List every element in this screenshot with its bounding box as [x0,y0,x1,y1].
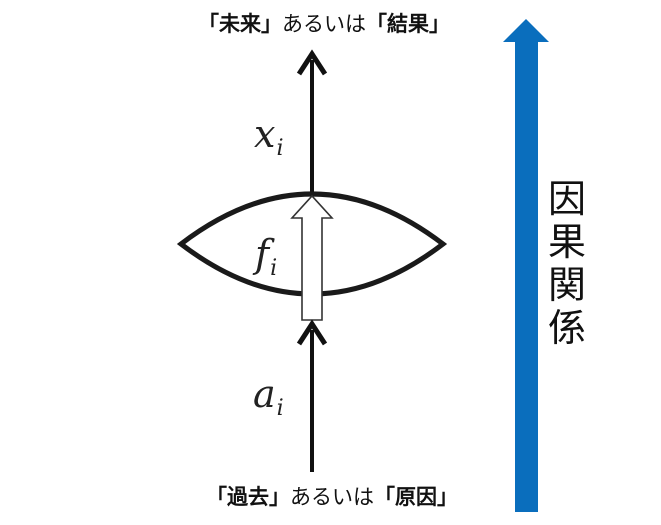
connector-text: あるいは [282,12,366,36]
input-variable-a-i: ai [253,372,284,421]
causality-arrow-icon [503,19,549,512]
hollow-function-arrow-icon [290,194,334,321]
causality-char: 因 [547,177,586,221]
input-arrow-icon [296,319,328,472]
result-term: 結果 [387,12,429,36]
close-bracket: 」 [437,485,458,509]
close-bracket: 」 [269,485,290,509]
causality-char: 関 [547,263,586,307]
past-term: 過去 [227,485,269,509]
function-variable-f-i: fi [255,232,277,281]
var-base: f [255,232,270,276]
open-bracket: 「 [366,12,387,36]
output-arrow-icon [296,49,328,196]
causality-char: 果 [547,220,586,264]
causality-char: 係 [547,306,586,350]
connector-text: あるいは [290,485,374,509]
open-bracket: 「 [374,485,395,509]
causality-label: 因 果 関 係 [545,178,589,350]
output-variable-x-i: xi [254,112,283,161]
open-bracket: 「 [206,485,227,509]
var-subscript: i [276,396,284,421]
past-or-cause-label: 「過去」あるいは「原因」 [206,481,458,511]
open-bracket: 「 [198,12,219,36]
close-bracket: 」 [261,12,282,36]
var-subscript: i [270,256,278,281]
cause-term: 原因 [395,485,437,509]
future-or-result-label: 「未来」あるいは「結果」 [198,8,450,38]
var-base: x [254,112,276,156]
future-term: 未来 [219,12,261,36]
var-base: a [253,372,276,416]
var-subscript: i [276,136,284,161]
close-bracket: 」 [429,12,450,36]
